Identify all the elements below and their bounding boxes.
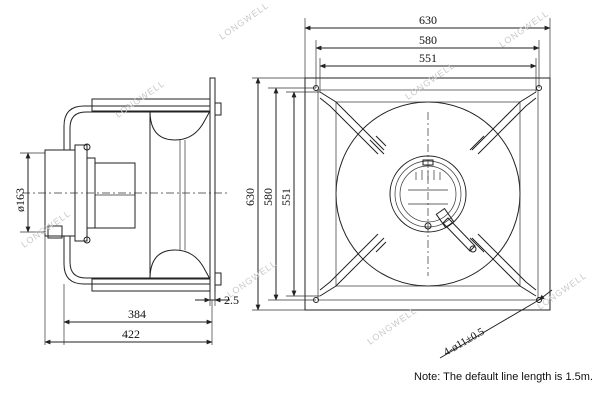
note-text: Note: The default line length is 1.5m. bbox=[414, 371, 593, 383]
side-top-bracket bbox=[91, 98, 211, 112]
side-terminal-box bbox=[47, 225, 63, 239]
watermark-8: LONGWELL bbox=[365, 305, 418, 346]
side-bottom-bracket bbox=[91, 278, 211, 292]
watermark-7: LONGWELL bbox=[535, 270, 588, 311]
left-height-630-label: 630 bbox=[243, 188, 257, 206]
plate-thickness-label: 2.5 bbox=[224, 293, 239, 307]
watermark: LONGWELL LONGWELL LONGWELL LONGWELL LONG… bbox=[19, 0, 588, 346]
watermark-3: LONGWELL bbox=[217, 0, 270, 41]
depth-384-label: 384 bbox=[128, 307, 146, 321]
left-height-551-label: 551 bbox=[279, 188, 293, 206]
side-motor-body bbox=[94, 162, 136, 229]
side-view: ø163 384 422 2.5 bbox=[13, 77, 239, 345]
side-impeller-bottom bbox=[149, 249, 211, 280]
side-mounting-plate bbox=[209, 77, 216, 301]
side-support-arm-top bbox=[69, 111, 210, 150]
front-inner-plate bbox=[317, 89, 539, 301]
front-terminal-box bbox=[435, 207, 455, 229]
support-arms bbox=[319, 91, 537, 297]
front-outer-plate bbox=[304, 77, 551, 311]
watermark-6: LONGWELL bbox=[225, 258, 278, 299]
hole-spec-label: 4-ø11±0.5 bbox=[442, 325, 487, 358]
side-support-arm-bottom bbox=[69, 236, 210, 279]
left-height-580-label: 580 bbox=[261, 188, 275, 206]
watermark-5: LONGWELL bbox=[497, 8, 550, 49]
shaft-diameter-label: ø163 bbox=[13, 188, 27, 212]
watermark-2: LONGWELL bbox=[19, 208, 72, 249]
top-width-630-label: 630 bbox=[419, 13, 437, 27]
top-width-580-label: 580 bbox=[419, 33, 437, 47]
front-view: 630 580 551 630 580 551 4-ø11±0.5 bbox=[243, 13, 553, 359]
top-width-551-label: 551 bbox=[419, 51, 437, 65]
depth-422-label: 422 bbox=[122, 327, 140, 341]
side-impeller-top bbox=[149, 110, 211, 141]
